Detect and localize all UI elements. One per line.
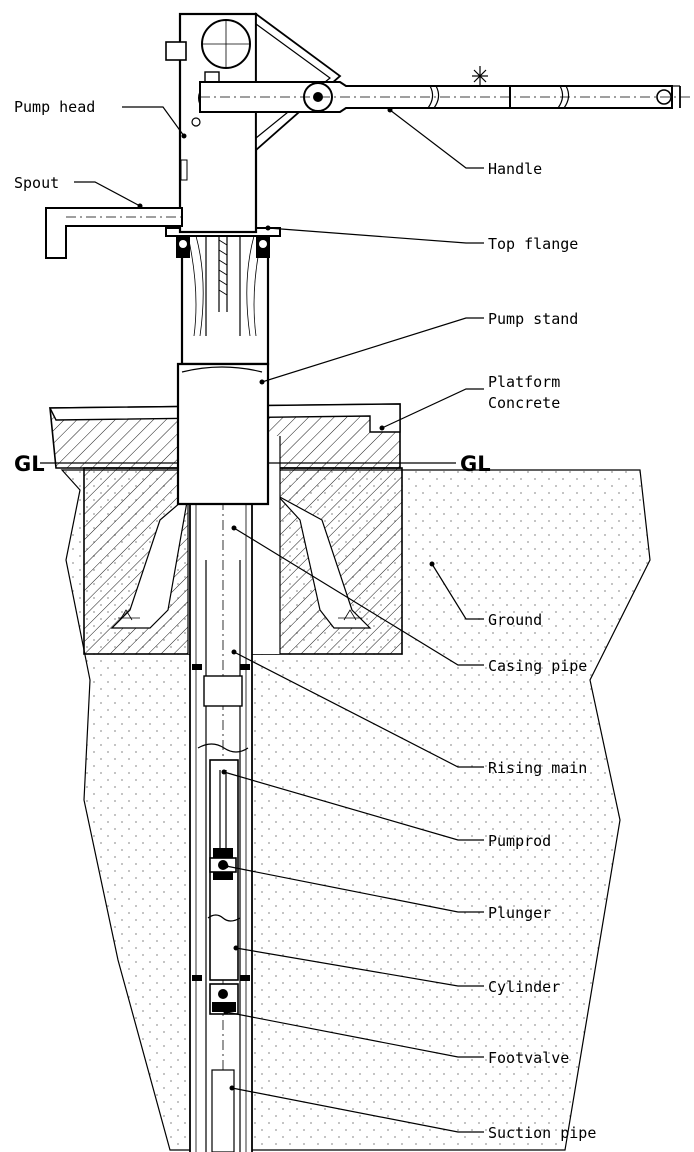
label-casing-pipe: Casing pipe — [488, 657, 587, 675]
label-gl-right: GL — [460, 452, 491, 476]
spout — [45, 207, 183, 259]
pump-head — [165, 12, 342, 234]
plunger-assembly — [209, 848, 237, 880]
label-concrete: Concrete — [488, 394, 560, 412]
label-top-flange: Top flange — [488, 235, 578, 253]
handle — [199, 66, 690, 113]
borehole-pipes — [189, 160, 253, 1152]
label-platform: Platform — [488, 373, 560, 391]
label-footvalve: Footvalve — [488, 1049, 569, 1067]
leader-lines — [74, 106, 484, 1133]
pump-stand — [176, 120, 270, 506]
label-suction-pipe: Suction pipe — [488, 1124, 596, 1142]
label-spout: Spout — [14, 174, 59, 192]
concrete-platform — [48, 403, 403, 655]
label-rising-main: Rising main — [488, 759, 587, 777]
label-pump-head: Pump head — [14, 98, 95, 116]
label-pump-stand: Pump stand — [488, 310, 578, 328]
label-cylinder: Cylinder — [488, 978, 560, 996]
labels: Pump head Spout Handle Top flange Pump s… — [14, 98, 596, 1142]
label-handle: Handle — [488, 160, 542, 178]
label-plunger: Plunger — [488, 904, 551, 922]
label-ground: Ground — [488, 611, 542, 629]
label-pumprod: Pumprod — [488, 832, 551, 850]
label-gl-left: GL — [14, 452, 45, 476]
footvalve-assembly — [209, 983, 239, 1015]
